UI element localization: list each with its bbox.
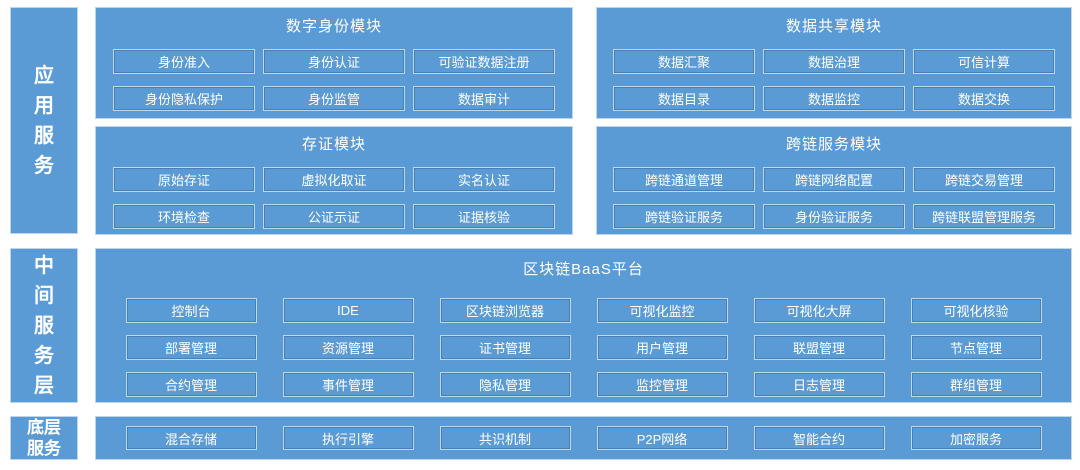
module-box: 控制台: [125, 298, 257, 323]
module-box: 部署管理: [125, 335, 257, 360]
panel-base-services: 混合存储 执行引擎 共识机制 P2P网络 智能合约 加密服务: [95, 416, 1072, 460]
layer-label-text: 应用服务: [34, 64, 54, 177]
module-box: 跨链联盟管理服务: [913, 204, 1055, 229]
module-box: 证据核验: [413, 204, 555, 229]
module-box: 公证示证: [263, 204, 405, 229]
module-grid: 身份准入 身份认证 可验证数据注册 身份隐私保护 身份监管 数据审计: [96, 49, 572, 111]
module-box: 身份准入: [113, 49, 255, 74]
module-box: 执行引擎: [282, 426, 414, 450]
module-box: 可视化监控: [596, 298, 728, 323]
module-box: 联盟管理: [753, 335, 885, 360]
module-box: 身份验证服务: [763, 204, 905, 229]
module-grid: 原始存证 虚拟化取证 实名认证 环境检查 公证示证 证据核验: [96, 167, 572, 229]
module-box: P2P网络: [596, 426, 728, 450]
module-box: 日志管理: [753, 372, 885, 397]
module-box: 资源管理: [282, 335, 414, 360]
module-box: 混合存储: [125, 426, 257, 450]
panel-title: 数字身份模块: [285, 18, 382, 35]
panel-baas-platform: 区块链BaaS平台 控制台 IDE 区块链浏览器 可视化监控 可视化大屏 可视化…: [95, 248, 1072, 403]
module-box: 环境检查: [113, 204, 255, 229]
module-box: 数据监控: [763, 86, 905, 111]
module-box: 可验证数据注册: [413, 49, 555, 74]
module-box: 可信计算: [913, 49, 1055, 74]
panel-title: 存证模块: [301, 136, 366, 153]
module-box: 隐私管理: [439, 372, 571, 397]
module-box: 数据治理: [763, 49, 905, 74]
module-box: 数据审计: [413, 86, 555, 111]
layer-label-base-services: 底层服务: [10, 416, 78, 460]
module-box: 可视化核验: [910, 298, 1042, 323]
module-box: 群组管理: [910, 372, 1042, 397]
module-box: 身份监管: [263, 86, 405, 111]
module-grid: 混合存储 执行引擎 共识机制 P2P网络 智能合约 加密服务: [96, 426, 1071, 450]
module-box: 跨链验证服务: [613, 204, 755, 229]
panel-title: 数据共享模块: [785, 18, 882, 35]
module-box: 智能合约: [753, 426, 885, 450]
panel-title: 区块链BaaS平台: [523, 261, 644, 278]
module-box: 身份隐私保护: [113, 86, 255, 111]
panel-title: 跨链服务模块: [785, 136, 882, 153]
module-grid: 控制台 IDE 区块链浏览器 可视化监控 可视化大屏 可视化核验 部署管理 资源…: [96, 298, 1071, 397]
layer-label-text: 底层服务: [27, 418, 61, 458]
module-grid: 数据汇聚 数据治理 可信计算 数据目录 数据监控 数据交换: [597, 49, 1071, 111]
module-grid: 跨链通道管理 跨链网络配置 跨链交易管理 跨链验证服务 身份验证服务 跨链联盟管…: [597, 167, 1071, 229]
module-box: 可视化大屏: [753, 298, 885, 323]
layer-label-text: 中间服务层: [34, 254, 54, 397]
module-box: 跨链交易管理: [913, 167, 1055, 192]
module-box: 数据汇聚: [613, 49, 755, 74]
layer-label-application-services: 应用服务: [10, 7, 78, 234]
module-box: 跨链通道管理: [613, 167, 755, 192]
module-box: 共识机制: [439, 426, 571, 450]
panel-data-sharing-module: 数据共享模块 数据汇聚 数据治理 可信计算 数据目录 数据监控 数据交换: [596, 7, 1072, 119]
module-box: 区块链浏览器: [439, 298, 571, 323]
module-box: 跨链网络配置: [763, 167, 905, 192]
module-box: 原始存证: [113, 167, 255, 192]
module-box: 节点管理: [910, 335, 1042, 360]
layer-label-middle-services: 中间服务层: [10, 248, 78, 403]
module-box: 证书管理: [439, 335, 571, 360]
module-box: IDE: [282, 298, 414, 323]
panel-evidence-module: 存证模块 原始存证 虚拟化取证 实名认证 环境检查 公证示证 证据核验: [95, 126, 573, 235]
module-box: 虚拟化取证: [263, 167, 405, 192]
module-box: 数据交换: [913, 86, 1055, 111]
module-box: 实名认证: [413, 167, 555, 192]
panel-digital-identity-module: 数字身份模块 身份准入 身份认证 可验证数据注册 身份隐私保护 身份监管 数据审…: [95, 7, 573, 119]
module-box: 用户管理: [596, 335, 728, 360]
module-box: 监控管理: [596, 372, 728, 397]
module-box: 身份认证: [263, 49, 405, 74]
module-box: 事件管理: [282, 372, 414, 397]
module-box: 数据目录: [613, 86, 755, 111]
module-box: 合约管理: [125, 372, 257, 397]
module-box: 加密服务: [910, 426, 1042, 450]
panel-cross-chain-service-module: 跨链服务模块 跨链通道管理 跨链网络配置 跨链交易管理 跨链验证服务 身份验证服…: [596, 126, 1072, 235]
